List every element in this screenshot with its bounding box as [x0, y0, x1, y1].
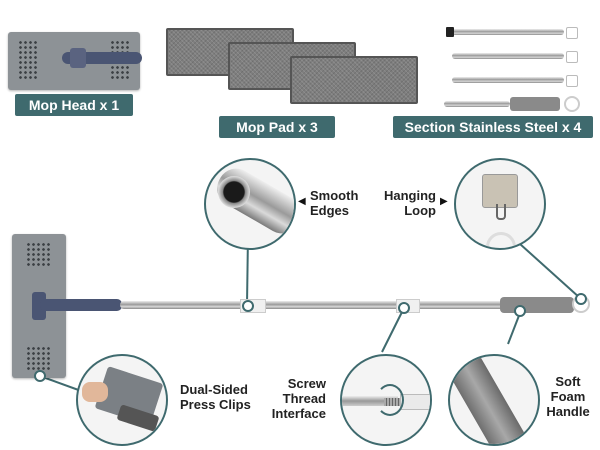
hook-icon: [482, 174, 518, 208]
smooth-edges-detail: [204, 158, 296, 250]
hanging-loop-detail: [454, 158, 546, 250]
mop-head-label: Mop Head x 1: [15, 94, 133, 116]
steel-section-2: [452, 53, 564, 59]
press-clips-label: Dual-Sided Press Clips: [180, 382, 251, 412]
assembled-handle-tube: [120, 301, 504, 309]
mop-head-image: [8, 32, 142, 90]
arrow-left-icon: ◀: [298, 196, 306, 207]
foam-handle-detail: [448, 354, 540, 446]
mop-pad-image-3: [290, 56, 418, 104]
steel-section-1: [452, 29, 564, 35]
steel-section-4: [444, 101, 510, 107]
smooth-edges-label: Smooth Edges: [310, 188, 359, 218]
screw-thread-detail: [340, 354, 432, 446]
steel-sections-label: Section Stainless Steel x 4: [393, 116, 593, 138]
press-clips-detail: [76, 354, 168, 446]
hanging-loop-label: Hanging Loop: [384, 188, 436, 218]
arrow-right-icon: ▶: [440, 196, 448, 207]
rotate-icon: [376, 384, 404, 416]
foam-grip: [500, 297, 574, 313]
foam-handle-label: Soft Foam Handle: [546, 374, 590, 419]
mop-pad-label: Mop Pad x 3: [219, 116, 335, 138]
screw-thread-label: Screw Thread Interface: [271, 376, 326, 421]
steel-section-3: [452, 77, 564, 83]
